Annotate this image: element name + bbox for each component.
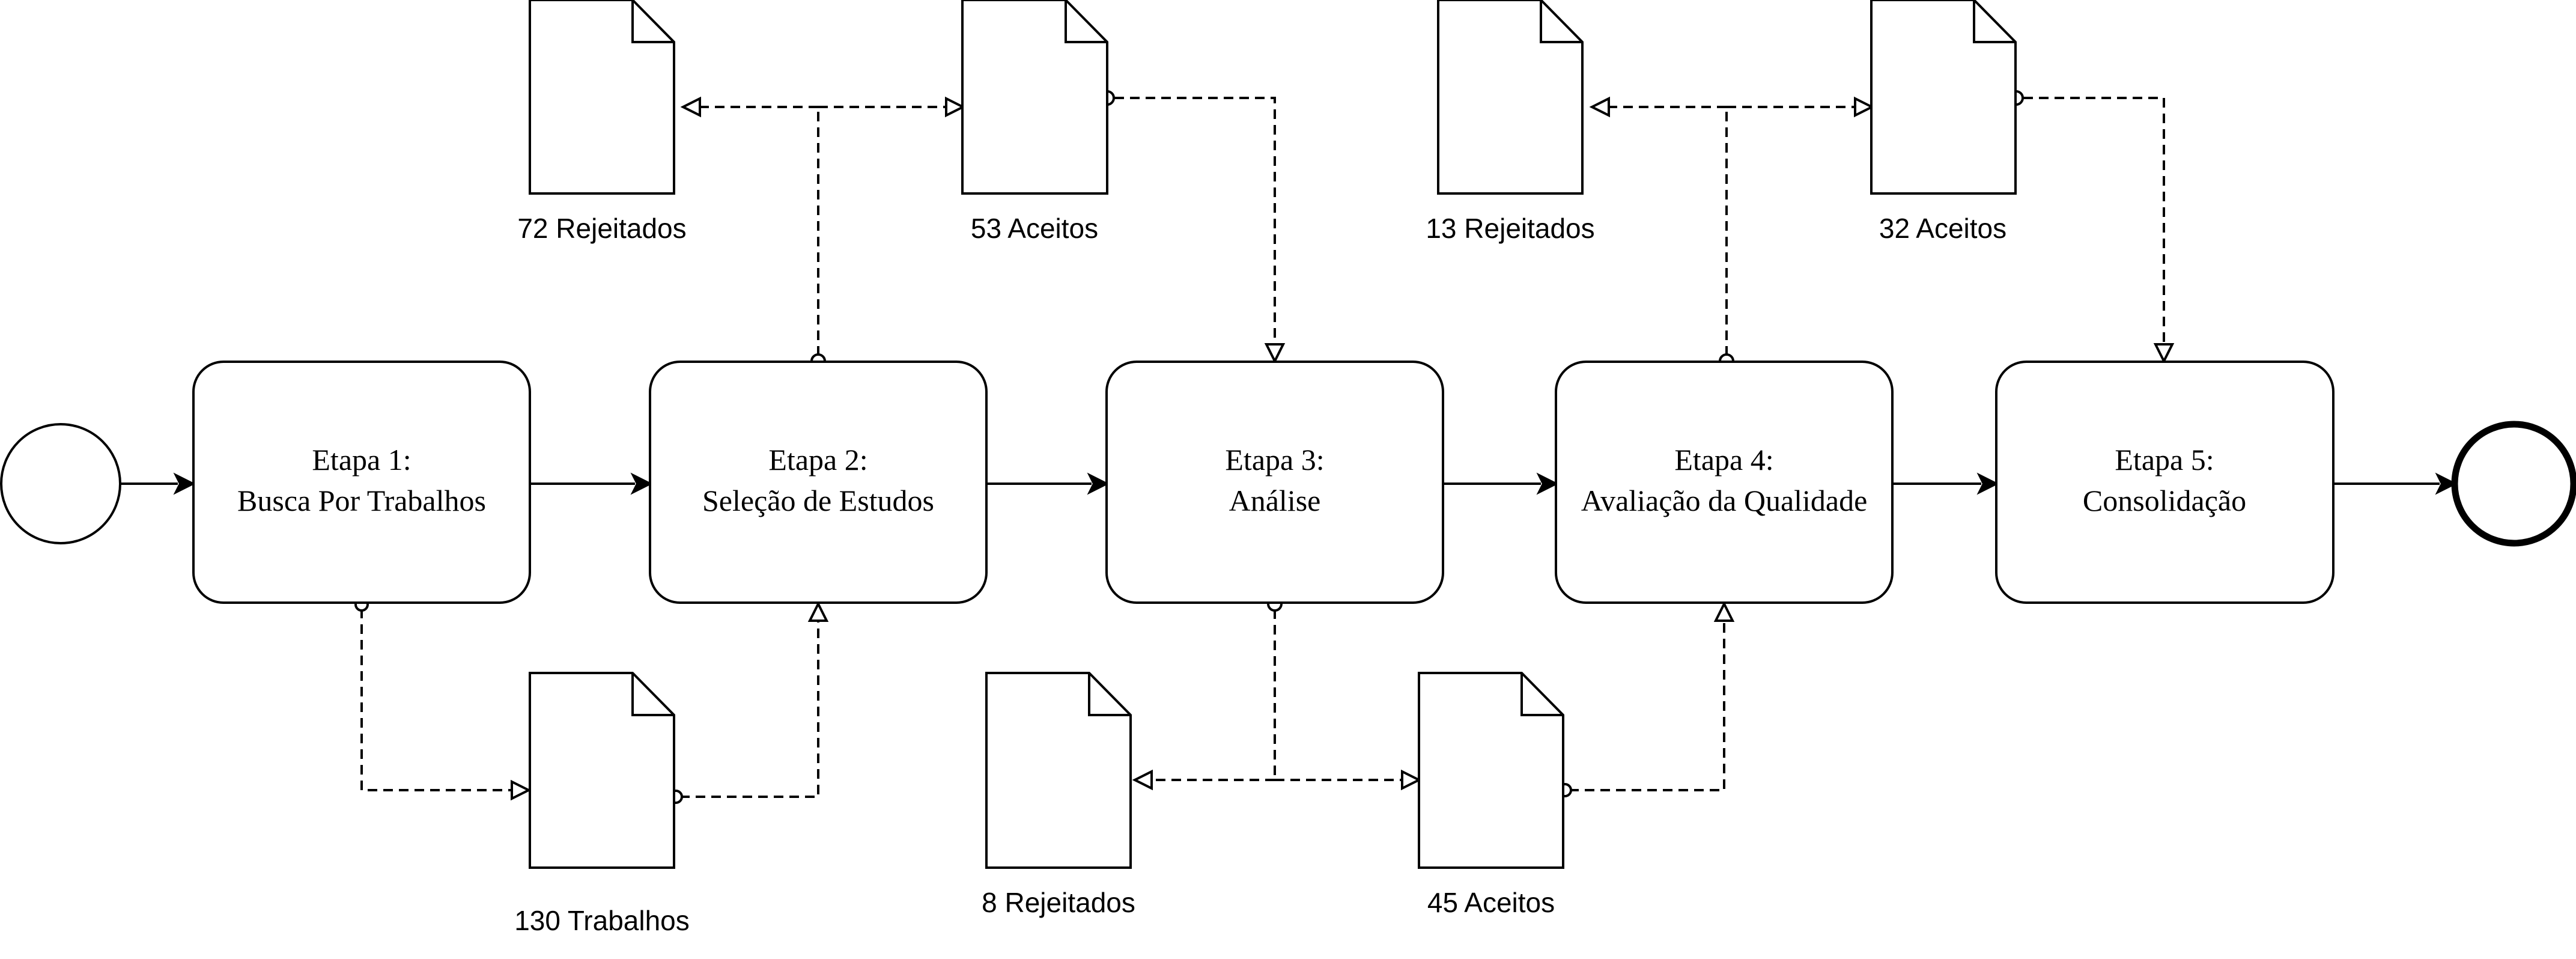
- arrowhead: [1536, 472, 1559, 495]
- step-name: Busca Por Trabalhos: [237, 484, 486, 517]
- open-arrowhead: [1401, 769, 1422, 791]
- assoc-45-to-step4: [1569, 621, 1725, 791]
- step-name: Seleção de Estudos: [702, 484, 934, 517]
- open-arrowhead: [2153, 343, 2175, 364]
- step-title: Etapa 3:: [1225, 443, 1324, 476]
- step-title: Etapa 1:: [312, 443, 411, 476]
- open-arrowhead: [1132, 769, 1153, 791]
- document-fold: [631, 0, 674, 43]
- open-arrowhead: [807, 601, 829, 622]
- document-label: 130 Trabalhos: [514, 905, 690, 936]
- document-label: 45 Aceitos: [1427, 887, 1555, 918]
- document-label: 13 Rejeitados: [1426, 213, 1594, 244]
- step-title: Etapa 5:: [2115, 443, 2214, 476]
- document-fold: [1065, 0, 1107, 43]
- step-title: Etapa 2:: [768, 443, 867, 476]
- document-13-rejeitados: 13 Rejeitados: [1426, 0, 1595, 244]
- step-name: Consolidação: [2083, 484, 2246, 517]
- document-icon: [1870, 0, 2017, 195]
- arrowhead: [1976, 472, 1999, 495]
- document-label: 72 Rejeitados: [517, 213, 686, 244]
- task-box: [1105, 361, 1444, 604]
- arrowhead: [2435, 472, 2458, 495]
- step-name: Análise: [1229, 484, 1321, 517]
- document-fold: [1088, 673, 1131, 716]
- document-fold: [1520, 673, 1563, 716]
- document-fold: [1540, 0, 1582, 43]
- data-associations: [360, 97, 2165, 798]
- document-fold: [631, 673, 674, 716]
- open-arrowhead: [1589, 96, 1610, 118]
- document-45-aceitos: 45 Aceitos: [1418, 672, 1564, 918]
- document-label: 8 Rejeitados: [982, 887, 1135, 918]
- task-box: [1555, 361, 1894, 604]
- step-4: Etapa 4: Avaliação da Qualidade: [1555, 361, 1894, 604]
- document-130-trabalhos: 130 Trabalhos: [514, 672, 690, 936]
- step-1: Etapa 1: Busca Por Trabalhos: [192, 361, 531, 604]
- task-box: [1995, 361, 2334, 604]
- document-8-rejeitados: 8 Rejeitados: [982, 672, 1135, 918]
- document-53-aceitos: 53 Aceitos: [961, 0, 1108, 244]
- document-fold: [1973, 0, 2016, 43]
- document-72-rejeitados: 72 Rejeitados: [517, 0, 687, 244]
- document-label: 32 Aceitos: [1879, 213, 2006, 244]
- arrowhead: [1087, 472, 1110, 495]
- assoc-130-to-step2: [680, 621, 819, 798]
- start-event: [0, 423, 121, 544]
- arrowhead: [630, 472, 653, 495]
- document-icon: [985, 672, 1132, 869]
- association-targets: [511, 96, 2175, 801]
- open-arrowhead: [945, 96, 966, 118]
- document-32-aceitos: 32 Aceitos: [1870, 0, 2017, 244]
- open-arrowhead: [1854, 96, 1875, 118]
- task-box: [649, 361, 988, 604]
- document-icon: [1418, 672, 1564, 869]
- document-icon: [1437, 0, 1584, 195]
- step-2: Etapa 2: Seleção de Estudos: [649, 361, 988, 604]
- step-5: Etapa 5: Consolidação: [1995, 361, 2334, 604]
- arrowhead: [173, 472, 196, 495]
- sequence-flows: [120, 472, 2458, 495]
- assoc-32-to-step5: [2023, 97, 2165, 344]
- step-name: Avaliação da Qualidade: [1581, 484, 1868, 517]
- document-icon: [529, 0, 675, 195]
- assoc-step1-to-130: [360, 609, 512, 791]
- document-label: 53 Aceitos: [971, 213, 1098, 244]
- open-arrowhead: [680, 96, 701, 118]
- document-icon: [961, 0, 1108, 195]
- step-title: Etapa 4:: [1674, 443, 1773, 476]
- open-arrowhead: [1713, 601, 1735, 622]
- open-arrowhead: [1264, 343, 1286, 364]
- document-icon: [529, 672, 675, 869]
- step-3: Etapa 3: Análise: [1105, 361, 1444, 604]
- open-arrowhead: [511, 779, 532, 801]
- assoc-53-to-step3: [1114, 97, 1276, 344]
- task-box: [192, 361, 531, 604]
- end-event: [2451, 421, 2576, 547]
